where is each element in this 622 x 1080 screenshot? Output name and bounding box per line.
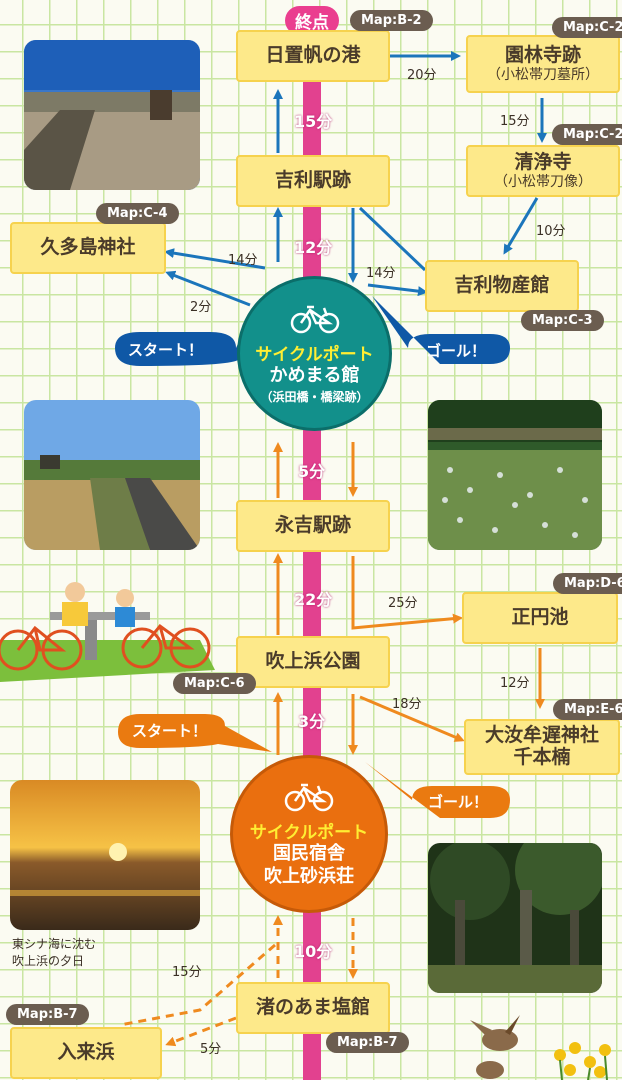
time-shoenike-omuchi: 12分 <box>500 676 530 691</box>
bicycle-icon <box>290 302 340 338</box>
stop-yoshitoshi-station-name: 吉利駅跡 <box>274 169 351 192</box>
port-kamemaru-sub: （浜田橋・橋梁跡） <box>260 389 369 404</box>
time-kamemaru-kutajima: 2分 <box>190 300 212 315</box>
map-badge-fukiage-park: Map:C-6 <box>173 673 256 694</box>
spine-time-4: 22分 <box>294 590 333 609</box>
stop-hioki-name: 日置帆の港 <box>265 44 361 67</box>
stop-shoenike-name: 正円池 <box>511 606 569 629</box>
time-hioki-onrinji: 20分 <box>407 68 437 83</box>
callout-start-orange: スタート！ <box>132 722 208 740</box>
stop-yoshitoshi-bussan-name: 吉利物産館 <box>454 274 550 297</box>
photo-coast-path <box>24 40 200 190</box>
port-kokumin-kind: サイクルポート <box>249 823 369 843</box>
port-kokumin-name2: 吹上砂浜荘 <box>264 865 354 887</box>
stop-irikihama[interactable]: 入来浜 <box>10 1027 162 1079</box>
stop-nagayoshi-station[interactable]: 永吉駅跡 <box>236 500 390 552</box>
callout-shapes <box>115 296 510 818</box>
time-to-kutajima: 14分 <box>228 253 258 268</box>
map-badge-kutajima: Map:C-4 <box>96 203 179 224</box>
orange-route-arrows <box>273 442 545 755</box>
stop-seijoji-name: 清浄寺 <box>514 151 572 174</box>
picnic-illustration <box>0 582 215 682</box>
stop-omuchi[interactable]: 大汝牟遅神社千本楠 <box>464 719 620 775</box>
stop-yoshitoshi-bussan[interactable]: 吉利物産館 <box>425 260 579 312</box>
stop-omuchi-name2: 千本楠 <box>513 746 571 768</box>
stop-kutajima-name: 久多島神社 <box>40 236 136 259</box>
stop-fukiage-park[interactable]: 吹上浜公園 <box>236 636 390 688</box>
time-onrinji-seijoji: 15分 <box>500 114 530 129</box>
stop-onrinji[interactable]: 園林寺跡（小松帯刀墓所） <box>466 35 620 93</box>
spine-time-6: 10分 <box>294 942 333 961</box>
port-kokumin-name1: 国民宿舎 <box>273 843 345 864</box>
time-park-omuchi: 18分 <box>392 697 422 712</box>
map-badge-seijoji: Map:C-2 <box>552 124 622 145</box>
orange-dashed-arrows <box>119 915 358 1047</box>
stop-seijoji[interactable]: 清浄寺（小松帯刀像） <box>466 145 620 197</box>
stop-onrinji-name: 園林寺跡 <box>504 44 581 67</box>
time-to-irikihama: 15分 <box>172 965 202 980</box>
spine-time-5: 3分 <box>298 712 326 731</box>
photo-pond-flowers <box>428 400 602 550</box>
photo-caption-line1: 東シナ海に沈む <box>12 937 97 951</box>
blue-route-arrows <box>164 51 547 307</box>
stop-nagisa[interactable]: 渚のあま塩館 <box>236 982 390 1034</box>
stop-irikihama-name: 入来浜 <box>57 1041 115 1064</box>
birds-illustration <box>470 1015 520 1079</box>
map-badge-hioki: Map:B-2 <box>350 10 433 31</box>
stop-yoshitoshi-station[interactable]: 吉利駅跡 <box>236 155 390 207</box>
photo-caption-line2: 吹上浜の夕日 <box>12 953 85 968</box>
cycle-port-kamemaru[interactable]: サイクルポート かめまる館 （浜田橋・橋梁跡） <box>237 276 392 431</box>
stop-kutajima[interactable]: 久多島神社 <box>10 222 166 274</box>
flowers-illustration <box>554 1042 611 1080</box>
map-badge-shoenike: Map:D-6 <box>553 573 622 594</box>
time-nagisa-irikihama: 5分 <box>200 1042 222 1057</box>
photo-caption: 東シナ海に沈む 吹上浜の夕日 <box>12 936 96 970</box>
map-badge-irikihama: Map:B-7 <box>6 1004 89 1025</box>
photo-river-bank <box>24 400 200 550</box>
time-to-bussan: 14分 <box>366 266 396 281</box>
spine-time-3: 5分 <box>298 462 326 481</box>
cycle-port-kokumin[interactable]: サイクルポート 国民宿舎 吹上砂浜荘 <box>230 755 388 913</box>
stop-omuchi-name: 大汝牟遅神社 <box>484 724 599 747</box>
map-badge-nagisa: Map:B-7 <box>326 1032 409 1053</box>
spine-time-1: 15分 <box>294 112 333 131</box>
map-badge-yoshitoshi-bussan: Map:C-3 <box>521 310 604 331</box>
port-kamemaru-kind: サイクルポート <box>255 345 374 366</box>
callout-goal-orange: ゴール！ <box>428 793 489 811</box>
time-seijoji-bussan: 10分 <box>536 224 566 239</box>
map-badge-onrinji: Map:C-2 <box>552 17 622 38</box>
photo-forest <box>428 843 602 993</box>
stop-seijoji-sub: （小松帯刀像） <box>494 173 592 190</box>
stop-nagayoshi-station-name: 永吉駅跡 <box>274 514 351 537</box>
time-nagayoshi-shoenike: 25分 <box>388 596 418 611</box>
callout-start-blue: スタート！ <box>128 341 204 359</box>
photo-sunset <box>10 780 200 930</box>
stop-fukiage-park-name: 吹上浜公園 <box>265 650 361 673</box>
port-kamemaru-name: かめまる館 <box>269 365 360 387</box>
stop-shoenike[interactable]: 正円池 <box>462 592 618 644</box>
map-badge-omuchi: Map:E-6 <box>553 699 622 720</box>
stop-hioki[interactable]: 日置帆の港 <box>236 30 390 82</box>
spine-time-2: 12分 <box>294 238 333 257</box>
stop-onrinji-sub: （小松帯刀墓所） <box>487 66 599 83</box>
bicycle-icon <box>284 780 334 816</box>
callout-goal-blue: ゴール！ <box>426 342 487 360</box>
stop-nagisa-name: 渚のあま塩館 <box>255 996 370 1019</box>
